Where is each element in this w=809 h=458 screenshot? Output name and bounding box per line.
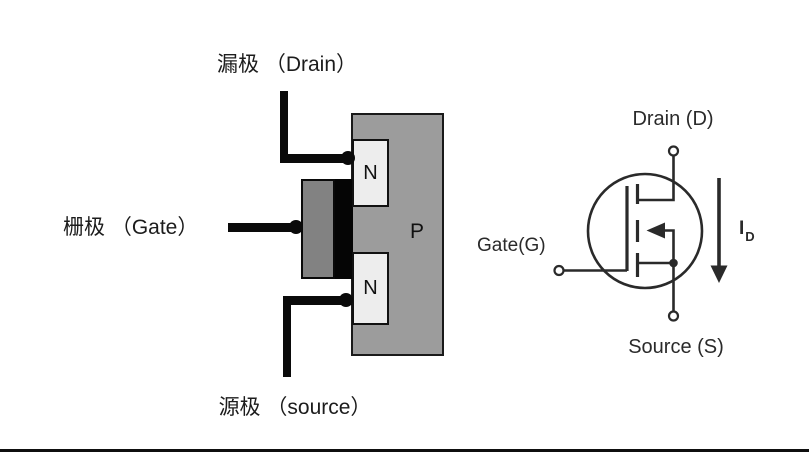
gate-oxide-region xyxy=(333,179,353,279)
gate-lead-contact xyxy=(289,220,303,234)
gate-label-cn: 栅极 （Gate） xyxy=(63,216,199,239)
source-lead-vertical xyxy=(283,296,291,377)
drain-lead-contact xyxy=(341,151,355,165)
n-region-source: N xyxy=(352,252,389,325)
mosfet-symbol-drawing xyxy=(553,145,728,322)
symbol-body-connection xyxy=(664,229,675,263)
gate-terminal-circle xyxy=(553,264,565,277)
p-region-label: P xyxy=(409,220,424,243)
drain-current-label: ID xyxy=(739,218,755,244)
current-arrowhead xyxy=(710,265,728,283)
drain-lead-vertical xyxy=(280,91,288,161)
drain-current-subscript: D xyxy=(745,228,755,244)
source-lead-contact xyxy=(339,293,353,307)
n-region-drain-label: N xyxy=(363,161,378,184)
gate-electrode-region xyxy=(301,179,335,279)
source-label-cn: 源极 （source） xyxy=(218,396,372,419)
drain-lead-horizontal xyxy=(280,154,352,163)
drain-label-cn: 漏极 （Drain） xyxy=(216,53,358,76)
source-lead-horizontal xyxy=(283,296,352,305)
symbol-drain-label: Drain (D) xyxy=(632,108,714,130)
n-region-drain: N xyxy=(352,139,389,207)
gate-lead xyxy=(228,223,302,232)
n-region-source-label: N xyxy=(363,277,378,299)
symbol-body-arrowhead xyxy=(646,222,665,239)
drain-current-symbol: I xyxy=(739,218,745,239)
source-terminal-circle xyxy=(667,310,680,322)
symbol-drain-path xyxy=(638,155,675,202)
symbol-source-label: Source (S) xyxy=(628,336,724,358)
symbol-gate-label: Gate(G) xyxy=(477,235,546,256)
symbol-junction-dot xyxy=(669,258,678,268)
drain-terminal-circle xyxy=(667,145,680,157)
bottom-divider-line xyxy=(0,449,809,452)
